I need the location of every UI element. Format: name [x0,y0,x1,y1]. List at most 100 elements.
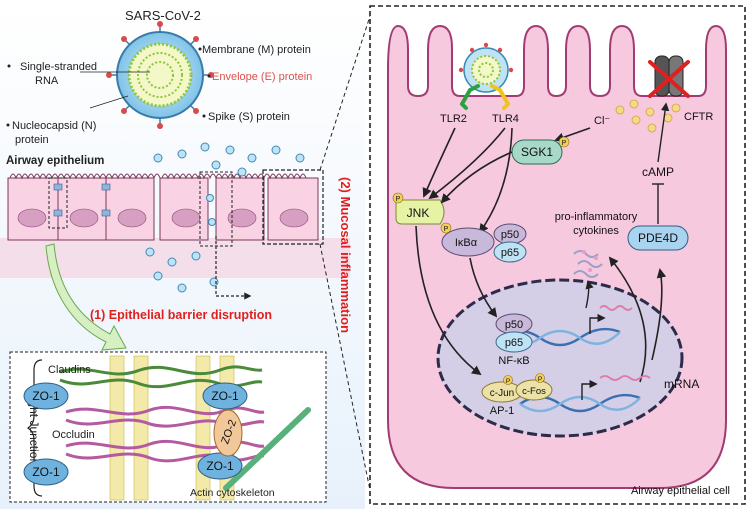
nucleocapsid-label-line1: Nucleocapsid (N) [12,120,96,132]
zo1-label: ZO-1 [206,459,234,473]
cfos-label: c-Fos [522,386,546,397]
cftr-label: CFTR [684,111,713,123]
microvilli-left [9,173,161,180]
sgk1-to-jnk-arrow [440,151,513,204]
chloride-label: Cl⁻ [594,115,610,127]
cftr-blocked-cross-icon [648,60,690,98]
claudin-strands [59,365,263,389]
zo2-protein [213,409,243,457]
zo1-bottom-left [23,458,69,486]
jnk-label: JNK [407,206,430,220]
pde4d-label: PDE4D [638,231,678,245]
phospho-marker [558,136,570,148]
zo1-label: ZO-1 [211,389,239,403]
cfos-node [515,379,553,401]
tlr4-to-ikba-arrow [478,127,513,234]
virus-title: SARS-CoV-2 [125,8,201,23]
ikba-label: IκBα [455,237,478,249]
right-panel: TLR2 TLR4 CFTR Cl⁻ SGK1 P JNK P [369,5,746,505]
membrane-label: Membrane (M) protein [202,44,311,56]
tlr4-to-jnk-arrow [428,127,506,200]
ikba-node [441,227,495,257]
junction-highlight-box [48,177,68,229]
zo1-label: ZO-1 [32,389,60,403]
camp-to-cftr-arrow [657,102,670,163]
transcription-arrow [589,313,606,334]
nfkb-p65-node [495,331,533,353]
ikba-to-nfkb-arrow [469,257,498,318]
virus-group: SARS-CoV-2 Membrane (M) protein En [6,8,312,146]
zo1-bottom-right [197,452,243,480]
tight-junction-panel: Tight Junction ZO-1 ZO-1 ZO- [9,351,327,503]
actin-filament [223,407,311,491]
zoom-arrow [45,243,127,351]
receptor-virus [458,42,514,93]
zo1-top-left [23,382,69,410]
phospho-marker [440,222,452,234]
cjun-label: c-Jun [490,388,514,399]
p65-node [493,241,527,263]
barrier-disruption-label: (1) Epithelial barrier disruption [90,308,272,322]
jnk-to-ap1-arrow [415,225,482,376]
tlr2-label: TLR2 [440,113,467,125]
phospho-label: P [444,226,449,233]
pde4d-node [627,225,689,251]
zo1-label: ZO-1 [32,465,60,479]
cytokines-label-line2: cytokines [573,225,619,237]
zoom-line-top [319,9,373,171]
virions-scattered [145,142,305,293]
claudins-label: Claudins [48,364,91,376]
p65-label: p65 [501,247,519,259]
tight-junction-brace [26,359,43,497]
phospho-label: P [506,378,510,385]
phospho-label: P [538,376,542,383]
actin-label: Actin cytoskeleton [190,487,275,499]
virus-particle [106,21,214,129]
nfkb-label: NF-κB [498,355,529,367]
occludin-label: Occludin [52,429,95,441]
occludin-strands [65,405,265,463]
cell-nuclei [17,208,309,228]
camp-label: cAMP [642,165,674,179]
tight-junction-title: Tight Junction [27,391,41,465]
cytokine-proteins-icon [573,250,603,278]
mrna-label: mRNA [664,377,699,391]
nucleus-to-pde4d-arrow [651,268,667,361]
mrna-export-arrow [585,280,594,309]
mrna-strand-upper [599,305,633,311]
zoom-line-bottom [319,243,373,501]
barrier-arrow [215,236,252,300]
cell-highlight-box [262,169,324,245]
rna-label-line2: RNA [35,75,59,87]
phospho-marker [392,192,404,204]
phospho-marker [503,375,513,385]
sgk1-label: SGK1 [521,145,553,159]
tlr2-receptor [460,84,480,110]
mrna-strand-lower [599,375,651,381]
spike-label: Spike (S) protein [208,111,290,123]
tlr4-label: TLR4 [492,113,519,125]
mucosal-inflammation-label: (2) Mucosal inflammation [338,177,353,333]
epithelium-title: Airway epithelium [6,155,104,167]
nfkb-p50-label: p50 [505,319,523,331]
phospho-label: P [562,140,567,147]
microvilli-right [161,173,307,180]
tlr4-receptor [490,84,510,110]
rna-label-line1: Single-stranded [20,61,97,73]
ap1-to-cytokines-arrow [608,256,647,383]
envelope-label: Envelope (E) protein [212,71,312,83]
nfkb-p65-label: p65 [505,337,523,349]
tlr2-to-jnk-arrow [422,127,456,198]
ap1-label: AP-1 [490,405,514,417]
cytokines-label-line1: pro-inflammatory [555,211,638,223]
p50-label: p50 [501,229,519,241]
cell-label: Airway epithelial cell [631,485,730,497]
epithelium-group: Airway epithelium [0,142,350,351]
zo1-top-right [202,382,248,410]
phospho-marker [535,373,545,383]
phospho-label: P [396,196,401,203]
chloride-ions [615,99,681,133]
cftr-channel [648,55,690,98]
nucleocapsid-label-line2: protein [15,134,49,146]
